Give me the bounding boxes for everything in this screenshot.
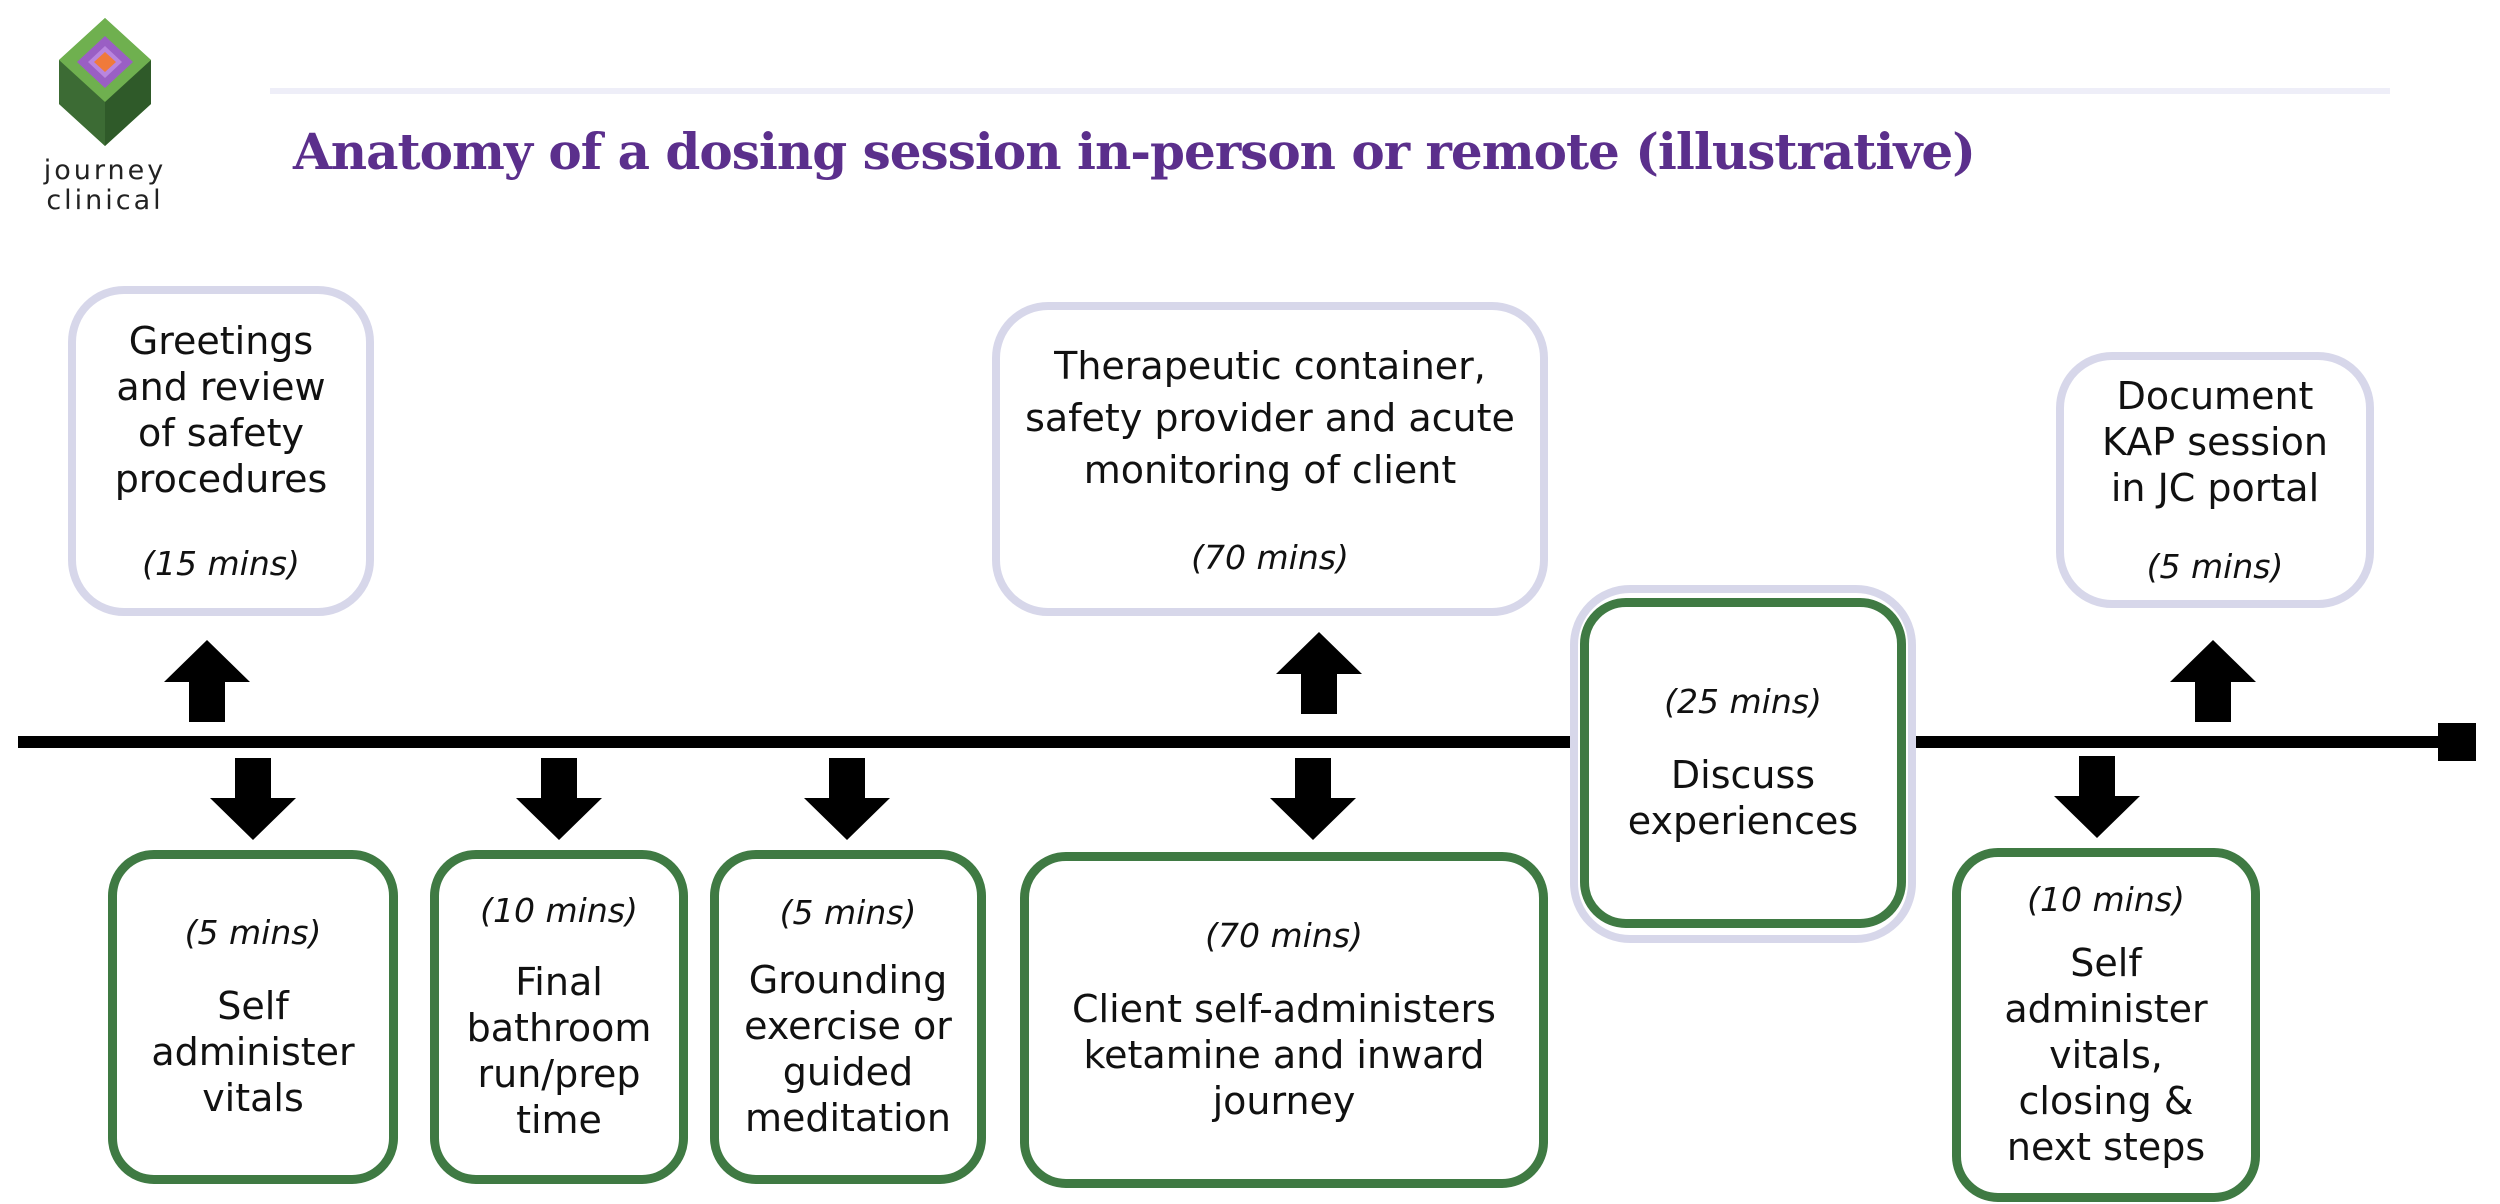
- up-arrow-icon: [2170, 640, 2256, 722]
- bottom-step-client-self-administers: (70 mins) Client self-administers ketami…: [1020, 852, 1548, 1188]
- logo-text-clinical: clinical: [46, 185, 164, 216]
- down-arrow-icon: [804, 758, 890, 840]
- timeline-end-marker: [2438, 723, 2476, 761]
- step-text: Self administer vitals, closing & next s…: [2004, 941, 2208, 1169]
- bottom-step-grounding-exercise: (5 mins) Grounding exercise or guided me…: [710, 850, 986, 1184]
- header-rule: [270, 88, 2390, 94]
- step-duration: (15 mins): [142, 544, 300, 583]
- step-text: Document KAP session in JC portal: [2102, 374, 2328, 510]
- step-text: Final bathroom run/prep time: [466, 960, 652, 1142]
- down-arrow-icon: [516, 758, 602, 840]
- step-duration: (70 mins): [1191, 538, 1349, 577]
- bottom-step-self-administer-vitals: (5 mins) Self administer vitals: [108, 850, 398, 1184]
- center-step-discuss-experiences: (25 mins) Discuss experiences: [1580, 598, 1906, 928]
- top-step-document-session: Document KAP session in JC portal (5 min…: [2056, 352, 2374, 608]
- down-arrow-icon: [210, 758, 296, 840]
- step-text: Greetings and review of safety procedure…: [114, 319, 328, 501]
- bottom-step-final-bathroom: (10 mins) Final bathroom run/prep time: [430, 850, 688, 1184]
- step-text: Grounding exercise or guided meditation: [744, 958, 952, 1140]
- journey-clinical-logo-icon: [59, 18, 151, 146]
- down-arrow-icon: [2054, 756, 2140, 838]
- up-arrow-icon: [1276, 632, 1362, 714]
- logo-text-journey: journey: [43, 155, 167, 186]
- step-duration: (10 mins): [2027, 880, 2185, 919]
- top-step-greetings: Greetings and review of safety procedure…: [68, 286, 374, 616]
- step-duration: (5 mins): [779, 893, 917, 932]
- up-arrow-icon: [164, 640, 250, 722]
- step-duration: (70 mins): [1205, 916, 1363, 955]
- down-arrow-icon: [1270, 758, 1356, 840]
- step-text: Client self-administers ketamine and inw…: [1072, 987, 1496, 1123]
- step-text: Self administer vitals: [151, 984, 355, 1120]
- step-duration: (10 mins): [480, 891, 638, 930]
- step-text: Therapeutic container, safety provider a…: [1025, 344, 1515, 492]
- step-duration: (25 mins): [1664, 682, 1822, 721]
- timeline-line: [18, 736, 2458, 748]
- step-duration: (5 mins): [184, 913, 322, 952]
- bottom-step-closing-next-steps: (10 mins) Self administer vitals, closin…: [1952, 848, 2260, 1202]
- page-title: Anatomy of a dosing session in-person or…: [293, 122, 1976, 181]
- top-step-therapeutic-container: Therapeutic container, safety provider a…: [992, 302, 1548, 616]
- step-text: Discuss experiences: [1627, 753, 1859, 843]
- step-duration: (5 mins): [2146, 547, 2284, 586]
